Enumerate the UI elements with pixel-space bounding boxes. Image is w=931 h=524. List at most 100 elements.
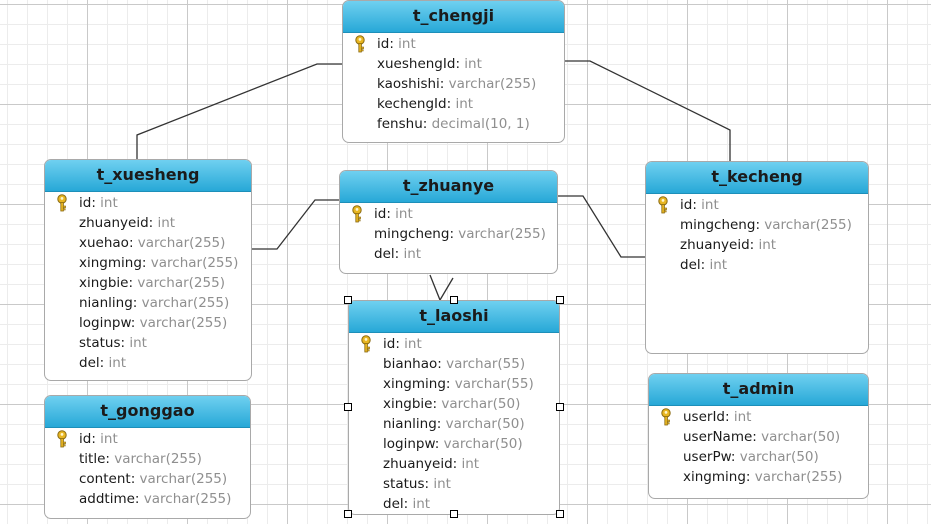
field-separator: : <box>130 315 140 331</box>
field-row[interactable]: xuehao: varchar(255) <box>45 233 251 253</box>
field-row[interactable]: id: int <box>349 334 559 354</box>
field-row[interactable]: kaoshishi: varchar(255) <box>343 74 564 94</box>
field-row[interactable]: content: varchar(255) <box>45 469 250 489</box>
field-row[interactable]: id: int <box>646 195 868 215</box>
field-separator: : <box>91 195 101 211</box>
field-row[interactable]: id: int <box>45 429 250 449</box>
field-name: addtime <box>79 491 135 507</box>
field-separator: : <box>386 206 396 222</box>
field-type: varchar(255) <box>754 469 843 485</box>
field-row[interactable]: xingbie: varchar(50) <box>349 394 559 414</box>
field-row[interactable]: fenshu: decimal(10, 1) <box>343 114 564 134</box>
field-row[interactable]: del: int <box>349 494 559 514</box>
field-row[interactable]: loginpw: varchar(255) <box>45 313 251 333</box>
field-row[interactable]: zhuanyeid: int <box>646 235 868 255</box>
field-row[interactable]: kechengId: int <box>343 94 564 114</box>
field-separator: : <box>403 496 413 512</box>
field-row[interactable]: bianhao: varchar(55) <box>349 354 559 374</box>
resize-handle-middle-left[interactable] <box>344 403 352 411</box>
table-title: t_admin <box>649 374 868 406</box>
field-type: int <box>455 96 474 112</box>
field-name: id <box>383 336 396 352</box>
field-separator: : <box>395 336 405 352</box>
field-name: nianling <box>79 295 133 311</box>
field-separator: : <box>449 226 459 242</box>
field-name: status <box>383 476 425 492</box>
field-row[interactable]: status: int <box>349 474 559 494</box>
resize-handle-top-right[interactable] <box>556 296 564 304</box>
field-name: del <box>383 496 404 512</box>
field-row[interactable]: del: int <box>45 353 251 373</box>
field-name: xingbie <box>383 396 433 412</box>
field-row[interactable]: del: int <box>340 244 557 264</box>
primary-key-icon <box>354 35 366 53</box>
field-name: nianling <box>383 416 437 432</box>
resize-handle-top-center[interactable] <box>450 296 458 304</box>
field-separator: : <box>422 116 432 132</box>
field-separator: : <box>394 246 404 262</box>
relation-kecheng-zhuanye[interactable] <box>558 195 645 258</box>
field-name: userPw <box>683 449 731 465</box>
field-name: del <box>79 355 100 371</box>
field-row[interactable]: id: int <box>45 193 251 213</box>
field-name: title <box>79 451 106 467</box>
primary-key-icon <box>56 430 68 448</box>
field-type: int <box>129 335 147 351</box>
field-row[interactable]: id: int <box>343 34 564 54</box>
field-name: del <box>680 257 701 273</box>
field-name: xingming <box>79 255 142 271</box>
field-separator: : <box>749 237 759 253</box>
field-row[interactable]: id: int <box>340 204 557 224</box>
field-separator: : <box>128 235 138 251</box>
field-separator: : <box>389 36 399 52</box>
field-row[interactable]: del: int <box>646 255 868 275</box>
field-type: int <box>404 336 422 352</box>
field-row[interactable]: mingcheng: varchar(255) <box>340 224 557 244</box>
resize-handle-bottom-right[interactable] <box>556 510 564 518</box>
field-row[interactable]: xingming: varchar(55) <box>349 374 559 394</box>
field-name: mingcheng <box>680 217 756 233</box>
field-type: varchar(255) <box>137 275 225 291</box>
field-type: int <box>461 456 480 472</box>
field-row[interactable]: xueshengId: int <box>343 54 564 74</box>
relation-kecheng-chengji[interactable] <box>565 60 731 161</box>
relation-xuesheng-chengji[interactable] <box>136 63 342 160</box>
field-row[interactable]: userId: int <box>649 407 868 427</box>
field-name: id <box>377 36 390 52</box>
field-row[interactable]: loginpw: varchar(50) <box>349 434 559 454</box>
field-row[interactable]: zhuanyeid: int <box>45 213 251 233</box>
field-row[interactable]: title: varchar(255) <box>45 449 250 469</box>
field-row[interactable]: userName: varchar(50) <box>649 427 868 447</box>
field-name: xingming <box>683 469 746 485</box>
field-type: int <box>108 355 127 371</box>
field-name: content <box>79 471 131 487</box>
field-row[interactable]: mingcheng: varchar(255) <box>646 215 868 235</box>
resize-handle-middle-right[interactable] <box>556 403 564 411</box>
resize-handle-bottom-left[interactable] <box>344 510 352 518</box>
field-row[interactable]: nianling: varchar(50) <box>349 414 559 434</box>
field-row[interactable]: userPw: varchar(50) <box>649 447 868 467</box>
field-row[interactable]: zhuanyeid: int <box>349 454 559 474</box>
field-separator: : <box>725 409 734 425</box>
field-separator: : <box>452 456 462 472</box>
resize-handle-top-left[interactable] <box>344 296 352 304</box>
relation-xuesheng-zhuanye[interactable] <box>252 199 339 250</box>
field-row[interactable]: nianling: varchar(255) <box>45 293 251 313</box>
field-separator: : <box>120 335 130 351</box>
field-row[interactable]: addtime: varchar(255) <box>45 489 250 509</box>
resize-handle-bottom-center[interactable] <box>450 510 458 518</box>
field-row[interactable]: status: int <box>45 333 251 353</box>
field-row[interactable]: xingbie: varchar(255) <box>45 273 251 293</box>
field-row[interactable]: xingming: varchar(255) <box>45 253 251 273</box>
field-row[interactable]: xingming: varchar(255) <box>649 467 868 487</box>
table-title: t_zhuanye <box>340 171 557 203</box>
